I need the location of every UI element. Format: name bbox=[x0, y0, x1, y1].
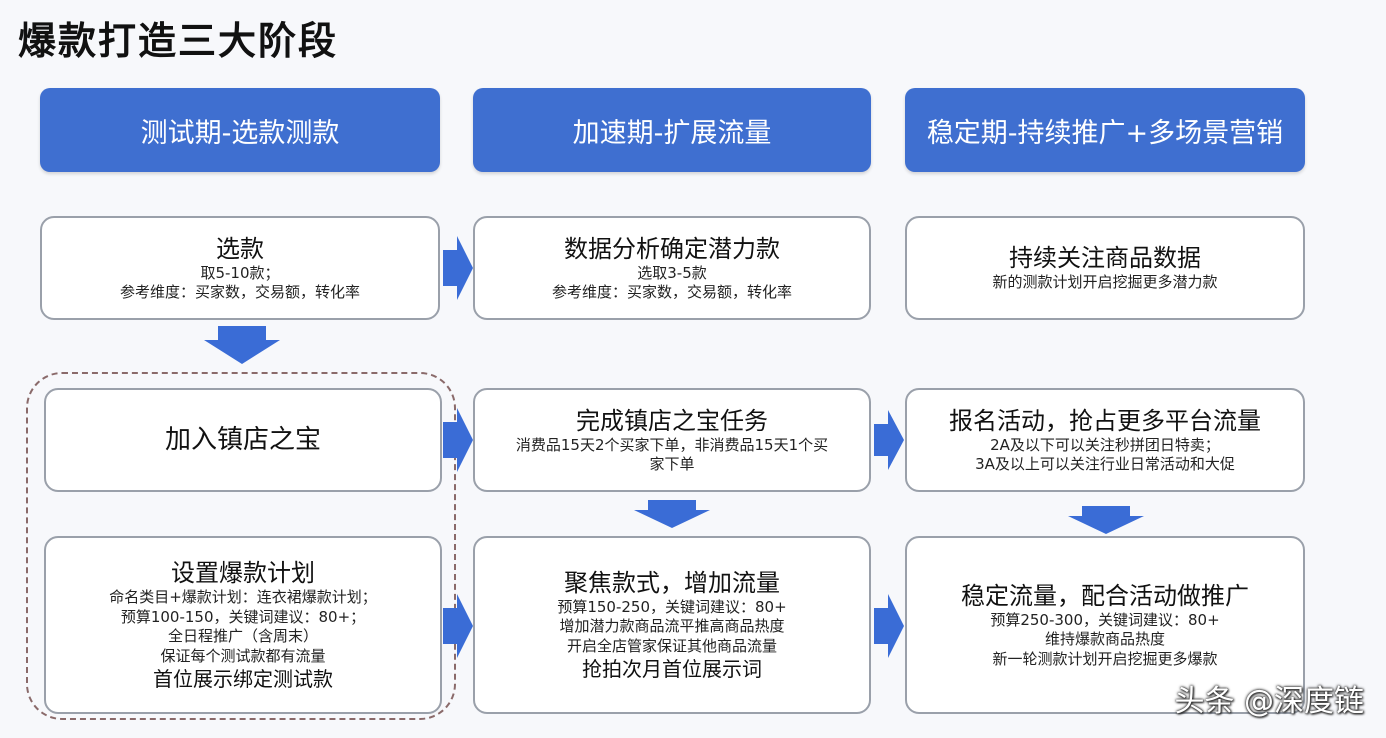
box-line: 取5-10款； bbox=[200, 263, 280, 282]
box-line: 增加潜力款商品流平推高商品热度 bbox=[559, 617, 785, 636]
box-line: 参考维度：买家数，交易额，转化率 bbox=[119, 283, 360, 301]
box-line: 预算250-300，关键词建议：80+ bbox=[990, 610, 1220, 629]
arrow-down-icon bbox=[1068, 506, 1144, 534]
box-footer: 首位展示绑定测试款 bbox=[153, 667, 333, 691]
arrow-right-icon bbox=[874, 410, 904, 470]
box-line: 预算100-150，关键词建议：80+； bbox=[120, 607, 366, 626]
arrow-down-icon bbox=[634, 500, 710, 528]
box-line: 维持爆款商品热度 bbox=[1044, 630, 1165, 649]
box-line: 参考维度：买家数，交易额，转化率 bbox=[551, 283, 792, 301]
box-title: 报名活动，抢占更多平台流量 bbox=[949, 406, 1261, 435]
box-title: 聚焦款式，增加流量 bbox=[564, 568, 780, 597]
box-line: 保证每个测试款都有流量 bbox=[160, 646, 326, 665]
box-line: 选取3-5款 bbox=[637, 263, 707, 282]
box-title: 持续关注商品数据 bbox=[1009, 244, 1201, 273]
box-stable-traffic: 稳定流量，配合活动做推广 预算250-300，关键词建议：80+ 维持爆款商品热… bbox=[905, 536, 1305, 714]
arrow-down-icon bbox=[204, 326, 280, 364]
box-monitor-data: 持续关注商品数据 新的测款计划开启挖掘更多潜力款 bbox=[905, 216, 1305, 320]
box-title: 设置爆款计划 bbox=[171, 559, 315, 587]
box-line: 新一轮测款计划开启挖掘更多爆款 bbox=[992, 649, 1218, 668]
test-plan-group-outline bbox=[26, 372, 456, 720]
box-focus-styles: 聚焦款式，增加流量 预算150-250，关键词建议：80+ 增加潜力款商品流平推… bbox=[473, 536, 871, 714]
box-footer: 抢拍次月首位展示词 bbox=[582, 657, 762, 682]
arrow-right-icon bbox=[874, 594, 904, 658]
box-complete-store-task: 完成镇店之宝任务 消费品15天2个买家下单，非消费品15天1个买 家下单 bbox=[473, 388, 871, 492]
box-title: 选款 bbox=[216, 234, 264, 263]
watermark: 头条 @深度链 bbox=[1174, 684, 1364, 719]
box-line: 命名类目+爆款计划：连衣裙爆款计划； bbox=[109, 588, 377, 606]
box-line: 开启全店管家保证其他商品流量 bbox=[566, 636, 777, 655]
box-join-store-treasure: 加入镇店之宝 bbox=[44, 388, 442, 492]
box-line: 新的测款计划开启挖掘更多潜力款 bbox=[992, 273, 1218, 292]
box-title: 加入镇店之宝 bbox=[164, 424, 321, 455]
box-line: 3A及以上可以关注行业日常活动和大促 bbox=[975, 455, 1235, 473]
box-line: 消费品15天2个买家下单，非消费品15天1个买 bbox=[515, 435, 829, 454]
box-line: 预算150-250，关键词建议：80+ bbox=[557, 597, 787, 616]
box-line: 2A及以下可以关注秒拼团日特卖； bbox=[990, 435, 1220, 454]
box-line: 全日程推广（含周末） bbox=[167, 627, 318, 645]
box-select-style: 选款 取5-10款； 参考维度：买家数，交易额，转化率 bbox=[40, 216, 440, 320]
stage-header-test: 测试期-选款测款 bbox=[40, 88, 440, 172]
page-title: 爆款打造三大阶段 bbox=[18, 19, 339, 63]
arrow-right-icon bbox=[443, 594, 473, 658]
stage-header-accelerate: 加速期-扩展流量 bbox=[473, 88, 871, 172]
arrow-right-icon bbox=[443, 408, 473, 472]
stage-header-stable: 稳定期-持续推广+多场景营销 bbox=[905, 88, 1305, 172]
box-title: 稳定流量，配合活动做推广 bbox=[961, 581, 1249, 610]
arrow-right-icon bbox=[443, 236, 473, 300]
box-line: 家下单 bbox=[649, 455, 695, 473]
box-data-analysis: 数据分析确定潜力款 选取3-5款 参考维度：买家数，交易额，转化率 bbox=[473, 216, 871, 320]
box-register-events: 报名活动，抢占更多平台流量 2A及以下可以关注秒拼团日特卖； 3A及以上可以关注… bbox=[905, 388, 1305, 492]
box-title: 完成镇店之宝任务 bbox=[576, 406, 768, 435]
box-set-hot-plan: 设置爆款计划 命名类目+爆款计划：连衣裙爆款计划； 预算100-150，关键词建… bbox=[44, 536, 442, 714]
box-title: 数据分析确定潜力款 bbox=[564, 234, 780, 263]
